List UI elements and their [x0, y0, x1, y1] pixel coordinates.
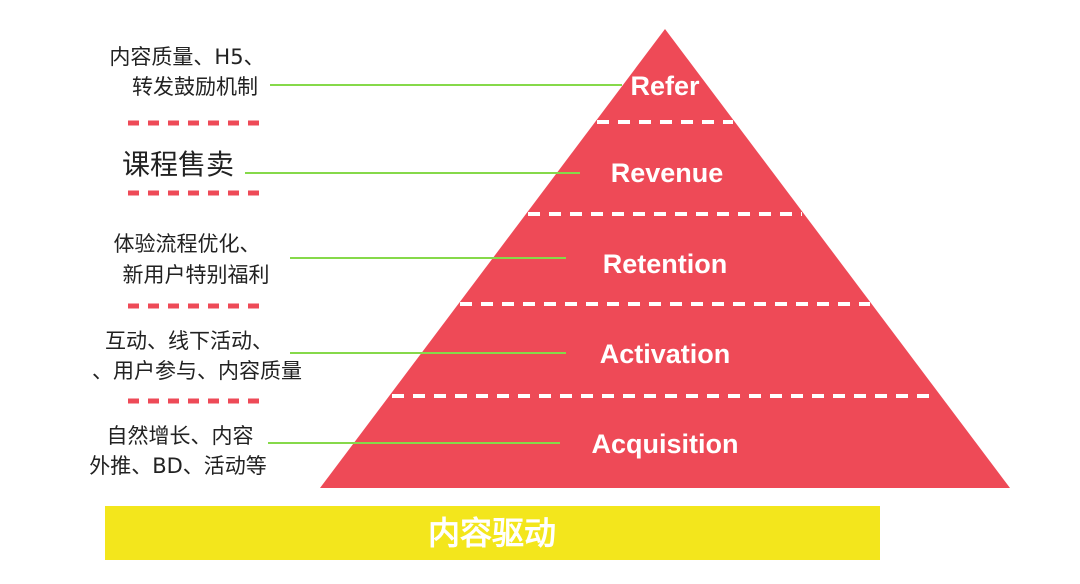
left-dividers — [128, 120, 262, 404]
tactic-refer-line2: 转发鼓励机制 — [132, 75, 258, 99]
tactic-activation-line2: 、用户参与、内容质量 — [92, 359, 302, 383]
tactic-acquisition-line1: 自然增长、内容 — [107, 424, 254, 448]
stage-acquisition: Acquisition — [592, 429, 739, 459]
tactic-retention-line1: 体验流程优化、 — [114, 232, 261, 256]
tactic-refer-line1: 内容质量、H5、 — [109, 45, 264, 69]
connectors — [245, 84, 622, 444]
foundation-bar — [105, 506, 880, 560]
foundation-label: 内容驱动 — [428, 514, 556, 552]
stage-revenue: Revenue — [611, 158, 724, 188]
stage-activation: Activation — [600, 339, 731, 369]
stage-refer: Refer — [630, 71, 700, 101]
tactic-acquisition-line2: 外推、BD、活动等 — [89, 454, 267, 478]
tactic-activation-line1: 互动、线下活动、 — [105, 329, 273, 353]
tactic-revenue: 课程售卖 — [122, 148, 234, 181]
stage-retention: Retention — [603, 249, 728, 279]
tactic-retention-line2: 新用户特别福利 — [123, 263, 270, 287]
pyramid — [320, 29, 1010, 488]
pyramid-dividers — [392, 120, 938, 398]
